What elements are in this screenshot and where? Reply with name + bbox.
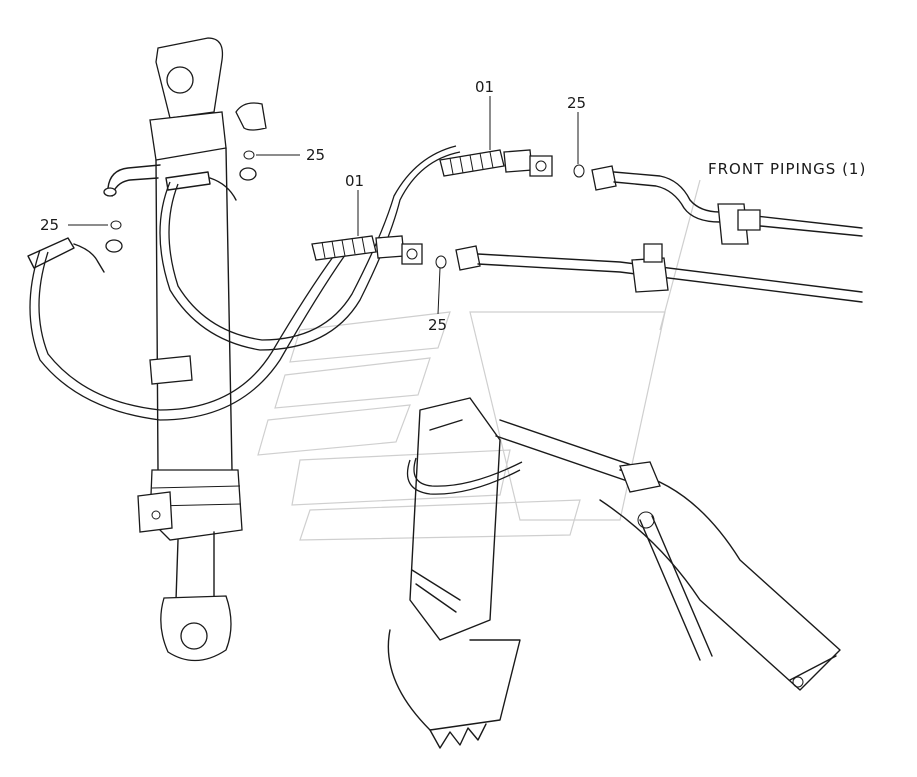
excavator-sketch [387, 397, 841, 749]
diagram-title: FRONT PIPINGS (1) [708, 160, 866, 178]
hose-01-upper [439, 149, 553, 177]
boom-cylinder [103, 37, 267, 662]
callout-oring-center: 25 [428, 316, 447, 334]
o-rings [110, 150, 585, 269]
callout-labels: 01 01 25 25 25 25 [40, 78, 586, 334]
callout-hose-lower: 01 [345, 172, 364, 190]
watermark-logo [257, 179, 701, 541]
oring-top-center-shape [243, 150, 255, 160]
oring-center-shape [435, 255, 447, 269]
oring-top-right-shape [573, 164, 585, 178]
callout-oring-left: 25 [40, 216, 59, 234]
callout-hose-upper: 01 [475, 78, 494, 96]
oring-left-shape [110, 220, 122, 230]
cylinder-hoses [27, 145, 461, 421]
front-pipes [455, 165, 863, 303]
hose-01-lower [311, 235, 423, 265]
callout-oring-top-right: 25 [567, 94, 586, 112]
leader-lines [68, 96, 579, 315]
callout-oring-top-center: 25 [306, 146, 325, 164]
